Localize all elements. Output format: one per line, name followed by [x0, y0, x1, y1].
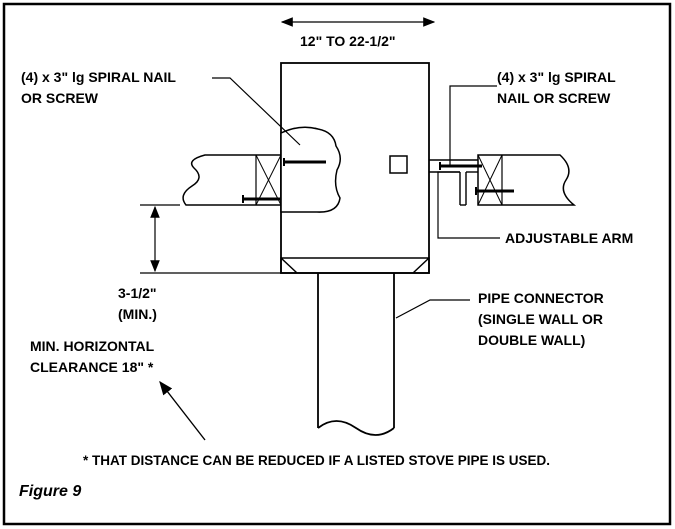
- left-joist: [182, 154, 282, 206]
- pipe-connector: [317, 273, 395, 436]
- adjustable-arm-label: ADJUSTABLE ARM: [505, 230, 633, 246]
- offset-label-1: 3-1/2": [118, 285, 157, 301]
- right-nail-lower: [475, 187, 514, 195]
- offset-label-2: (MIN.): [118, 306, 157, 322]
- right-joist: [477, 154, 577, 206]
- nail-left-label-1: (4) x 3" lg SPIRAL NAIL: [21, 69, 176, 85]
- pipe-label-3: DOUBLE WALL): [478, 332, 585, 348]
- cutaway-view: [280, 126, 341, 213]
- width-range-label: 12" TO 22-1/2": [300, 33, 396, 49]
- footnote: * THAT DISTANCE CAN BE REDUCED IF A LIST…: [83, 453, 550, 468]
- support-box-flange: [280, 257, 430, 274]
- leader-nail-right: [449, 85, 497, 165]
- nail-right-label-2: NAIL OR SCREW: [497, 90, 611, 106]
- nail-left-label-2: OR SCREW: [21, 90, 99, 106]
- pipe-label-2: (SINGLE WALL OR: [478, 311, 603, 327]
- pipe-label-1: PIPE CONNECTOR: [478, 290, 604, 306]
- clearance-arrow: [159, 380, 206, 441]
- leader-adjustable-arm: [437, 171, 500, 239]
- figure-caption: Figure 9: [19, 483, 81, 500]
- clearance-label-2: CLEARANCE 18" *: [30, 359, 154, 375]
- right-block-cross-b: [477, 154, 503, 206]
- clearance-label-1: MIN. HORIZONTAL: [30, 338, 155, 354]
- left-nail-lower: [242, 195, 280, 203]
- left-block-cross-b: [255, 154, 282, 206]
- nail-right-label-1: (4) x 3" lg SPIRAL: [497, 69, 616, 85]
- leader-nail-left: [212, 77, 301, 146]
- square-marker: [389, 155, 408, 174]
- right-nail-upper: [439, 162, 482, 170]
- leader-pipe: [395, 299, 470, 319]
- offset-dimension: [140, 204, 281, 274]
- left-nail-upper: [283, 158, 326, 166]
